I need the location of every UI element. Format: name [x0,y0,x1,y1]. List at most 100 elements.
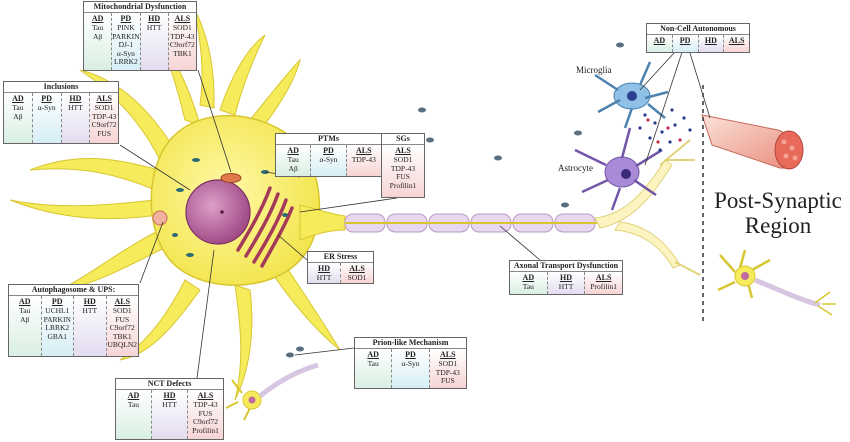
gene-item: SOD1 [112,306,132,315]
gene-item: TDP-43 [170,31,195,41]
box-title: Inclusions [4,82,118,93]
disease-header: ALS [356,146,372,155]
gene-item: Profilin1 [389,180,417,190]
gene-item: TDP-43 [351,155,376,164]
disease-header: AD [653,36,666,45]
gene-item: Tau [522,282,534,291]
disease-header: HD [704,36,717,45]
gene-item: TBK1 [173,48,192,58]
disease-header: AD [127,391,140,400]
gene-item: Aβ [93,31,103,41]
pointer-lines [119,39,711,379]
disease-header: PD [51,297,63,306]
gene-item: Tau [127,400,140,409]
disease-header: PD [120,14,132,23]
gene-item: C9orf72 [91,120,117,130]
disease-header: PD [405,350,416,359]
gene-item: Tau [12,103,24,112]
gene-item: C9orf72 [169,40,195,50]
box-title: Mitochondrial Dysfunction [84,2,196,13]
gene-item: FUS [115,314,130,324]
disease-column-pd: PD [672,35,699,52]
gene-item: FUS [198,408,213,418]
disease-header: AD [367,350,379,359]
disease-header: AD [522,273,535,282]
label-microglia: Microglia [576,65,612,75]
gene-item: TBK1 [112,331,132,341]
disease-header: PD [679,36,691,45]
disease-header: ALS [395,146,411,155]
gene-item: Tau [19,306,31,315]
disease-header: AD [91,14,104,23]
gene-item: SOD1 [172,23,192,32]
disease-header: ALS [349,264,365,273]
protein-particles [286,42,624,358]
box-title: Autophagosome & UPS: [9,285,138,296]
gene-item: α-Syn [116,48,135,58]
disease-header: AD [287,146,299,155]
gene-item: HTT [146,23,162,32]
gene-item: C9orf72 [193,417,218,427]
disease-header: ALS [174,14,191,23]
gene-item: Tau [287,155,299,164]
box-title: Non-Cell Autonomous [647,24,749,35]
label-astrocyte: Astrocyte [558,163,593,173]
gene-item: TDP-43 [435,367,460,377]
disease-header: ALS [440,350,456,359]
box-title: PTMs [276,134,381,145]
gene-item: DJ-1 [118,40,134,50]
gene-item: Aβ [288,163,298,173]
disease-header: ALS [728,36,745,45]
disease-header: HD [560,273,572,282]
gene-item: LRRK2 [113,57,138,67]
gene-item: Profilin1 [192,425,219,435]
small-neuron-left [225,362,319,421]
gene-item: UCHL1 [45,306,70,315]
disease-header: AD [12,94,24,103]
disease-header: PD [41,94,52,103]
muscle-fiber [701,114,804,170]
gene-item: SOD1 [393,155,413,164]
box-title: NCT Defects [116,379,223,390]
cytokine-dots [638,108,692,152]
post-synaptic-line1: Post-Synaptic [714,188,842,213]
gene-item: LRRK2 [45,323,70,333]
dendrites [9,9,341,401]
gene-item: Tau [92,23,104,32]
box-title: SGs [382,134,424,145]
gene-item: TDP-43 [193,400,218,409]
gene-item: FUS [440,376,455,386]
disease-header: HD [83,297,96,306]
gene-item: PINK [117,23,135,32]
gene-item: C9orf72 [109,323,135,333]
